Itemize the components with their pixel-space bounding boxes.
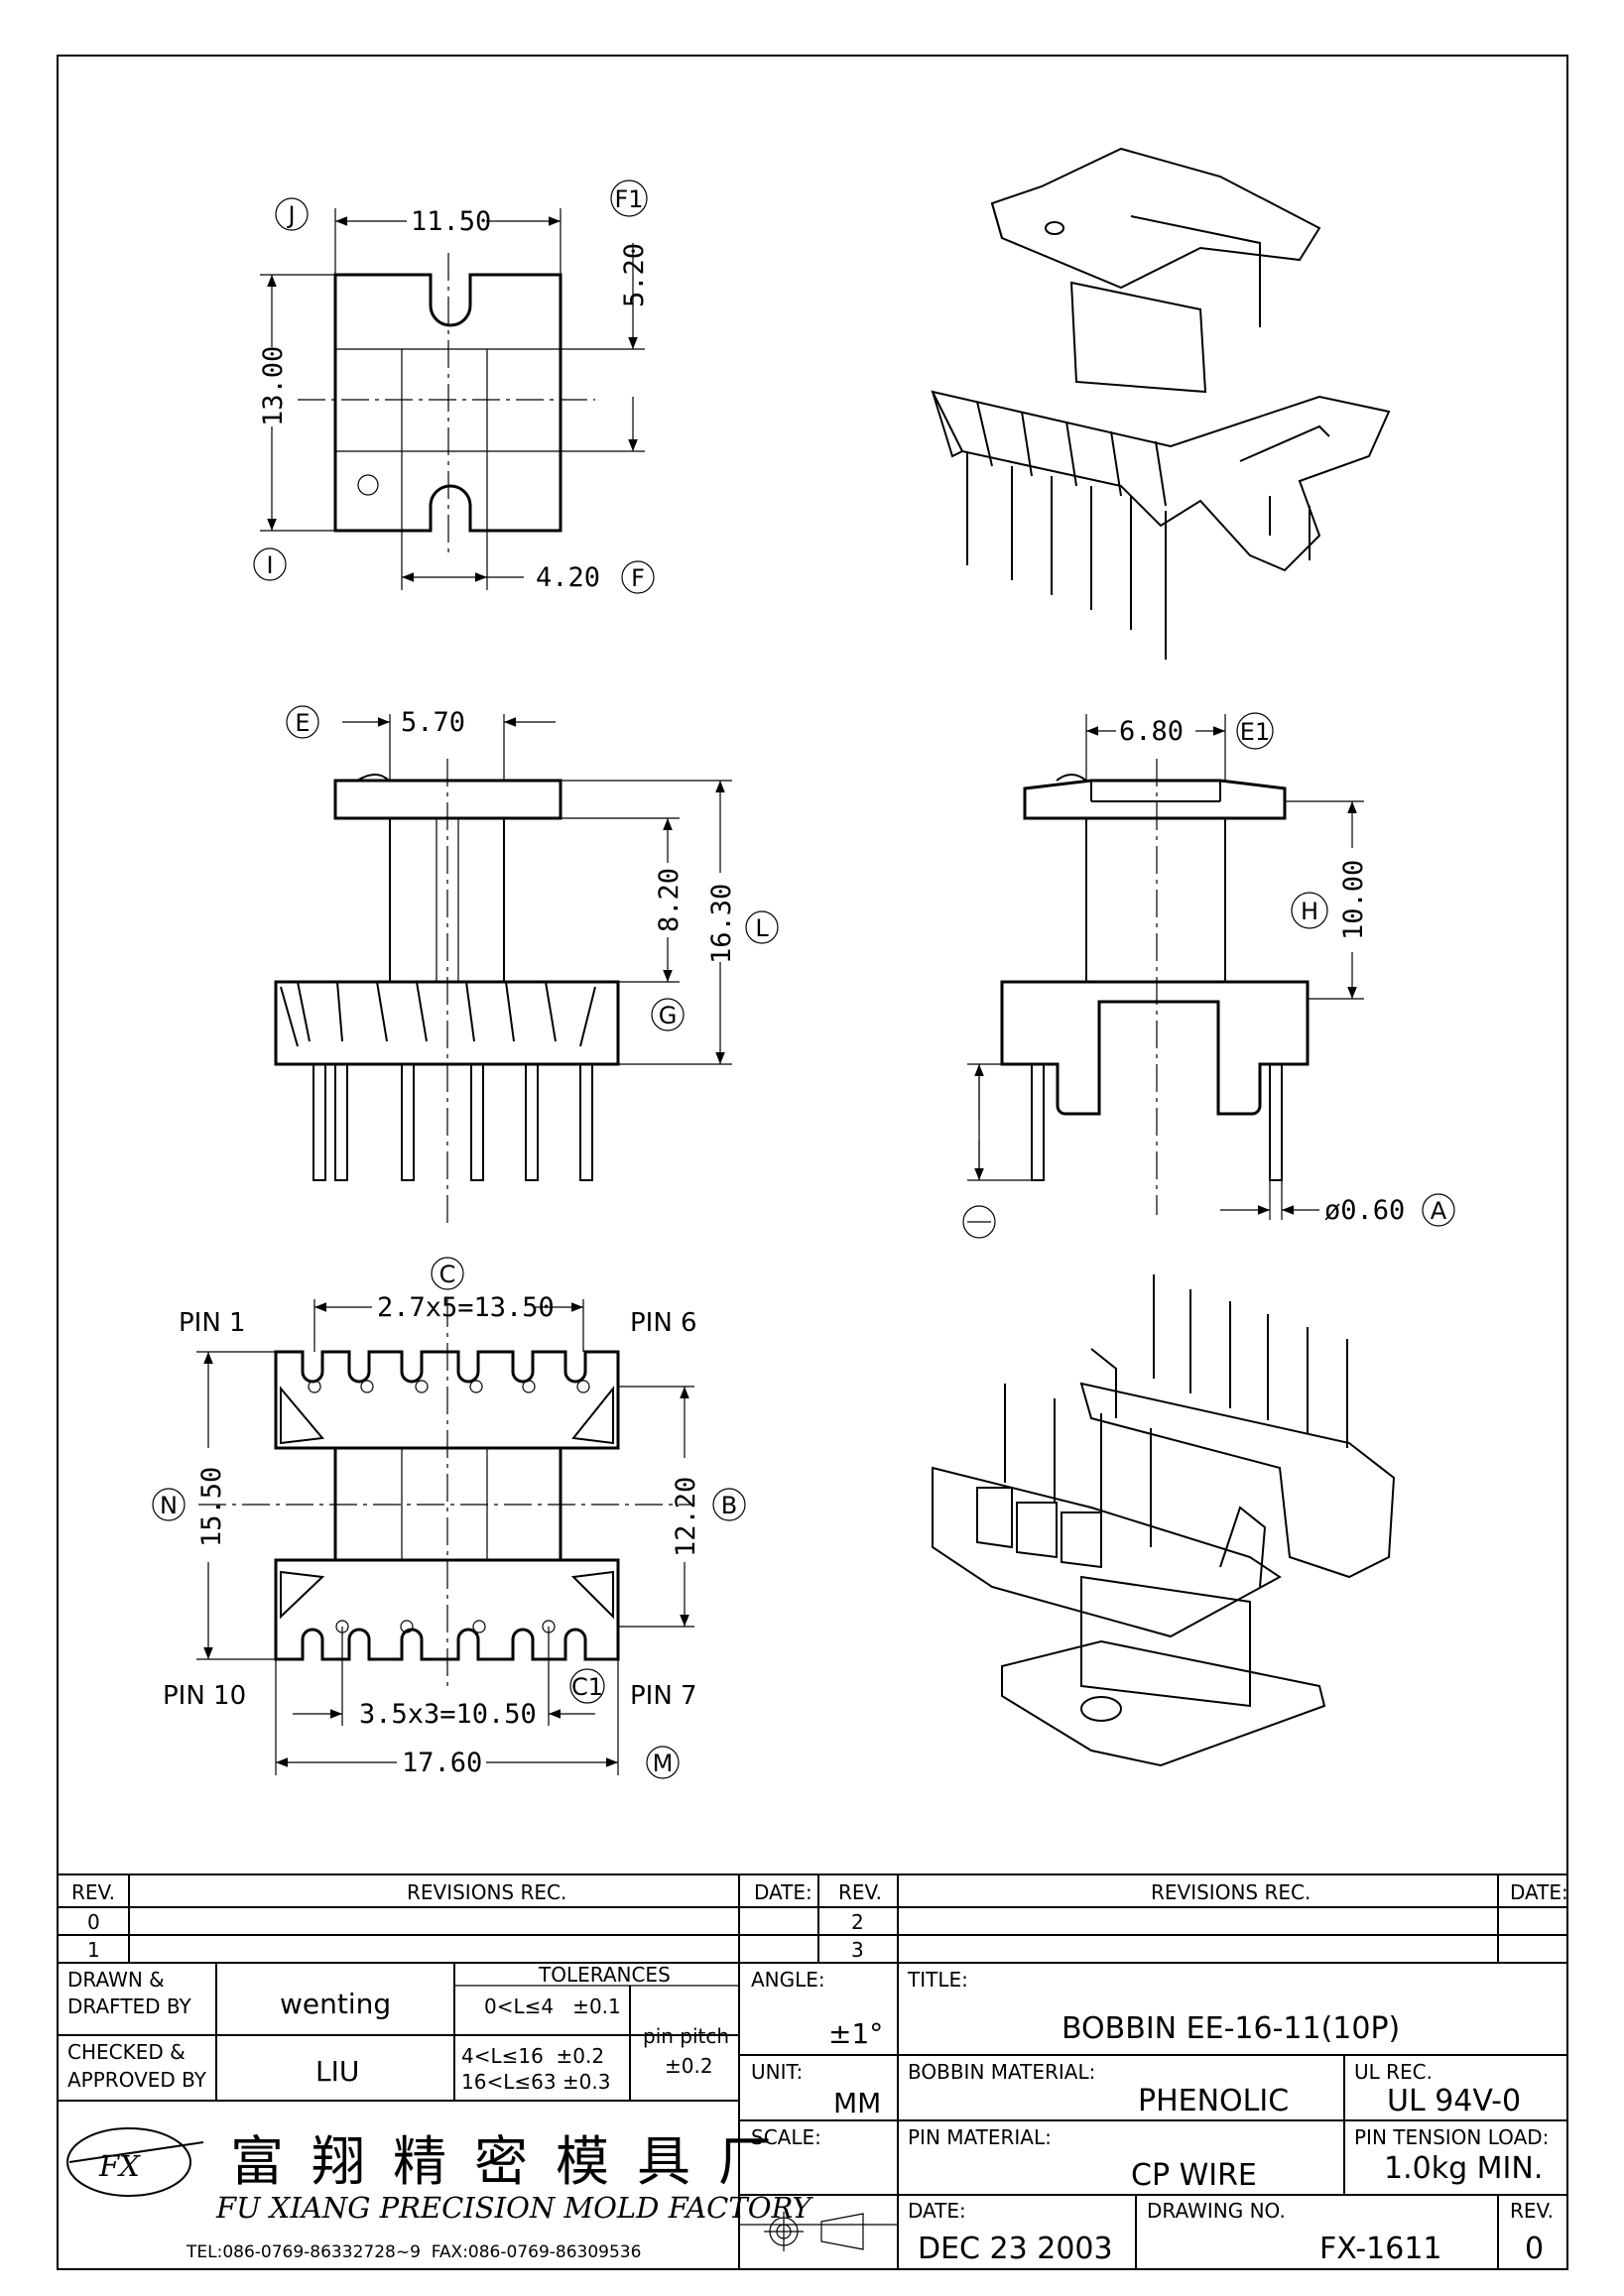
bottom-b-dim: 12.20 — [671, 1477, 701, 1557]
top-width-dim: 11.50 — [411, 206, 491, 237]
bottom-c1-dim: 3.5x3=10.50 — [359, 1699, 537, 1730]
date-label: DATE: — [908, 2199, 966, 2223]
bobbin-material-value: PHENOLIC — [1138, 2084, 1289, 2118]
date-value: DEC 23 2003 — [918, 2232, 1113, 2266]
rev-row-2: 2 — [851, 1910, 864, 1934]
tag-e1: E1 — [1240, 718, 1270, 746]
drawn-label-2: DRAFTED BY — [67, 1994, 192, 2018]
unit-label: UNIT: — [751, 2060, 803, 2084]
checked-label-1: CHECKED & — [67, 2040, 186, 2064]
tag-i: I — [266, 551, 273, 579]
drawing-frame — [57, 55, 1568, 2270]
bottom-m-dim: 17.60 — [402, 1748, 482, 1778]
tag-h: H — [1301, 898, 1318, 925]
angle-value: ±1° — [828, 2017, 883, 2050]
rev-row-3: 3 — [851, 1938, 864, 1962]
pin-tension-label: PIN TENSION LOAD: — [1354, 2125, 1549, 2149]
bottom-n-dim: 15.50 — [196, 1467, 227, 1547]
side-view: 6.80 E1 10.00 H ø0.60 A — [962, 712, 1455, 1239]
pin-material-label: PIN MATERIAL: — [908, 2125, 1052, 2149]
tag-a: A — [1431, 1197, 1447, 1225]
isometric-view-bottom — [932, 1274, 1396, 1767]
tag-b: B — [721, 1492, 737, 1519]
tag-g: G — [659, 1002, 678, 1029]
tolerances-label: TOLERANCES — [538, 1963, 671, 1987]
bottom-c-dim: 2.7x5=13.50 — [377, 1292, 555, 1323]
bottom-view: 2.7x5=13.50 C PIN 1 PIN 6 PIN 10 PIN 7 1… — [152, 1257, 746, 1779]
rev-row-1: 1 — [87, 1938, 100, 1962]
bobbin-material-label: BOBBIN MATERIAL: — [908, 2060, 1095, 2084]
rev-row-0: 0 — [87, 1910, 100, 1934]
side-e1-dim: 6.80 — [1119, 716, 1184, 747]
front-g-dim: 8.20 — [654, 868, 685, 932]
company-name-en: FU XIANG PRECISION MOLD FACTORY — [215, 2191, 813, 2225]
tag-m: M — [653, 1750, 674, 1777]
scale-label: SCALE: — [751, 2125, 821, 2149]
front-e-dim: 5.70 — [401, 707, 465, 738]
tag-e: E — [295, 709, 310, 737]
tol-row-1: 0<L≤4 ±0.1 — [484, 1994, 621, 2018]
pin-1-label: PIN 1 — [179, 1308, 246, 1338]
pin-pitch-value: ±0.2 — [665, 2054, 713, 2078]
tag-c: C — [439, 1261, 456, 1288]
side-pin-dia-dim: ø0.60 — [1324, 1195, 1405, 1226]
title-block: REV. REVISIONS REC. DATE: REV. REVISIONS… — [58, 1873, 1568, 2269]
top-f-dim: 4.20 — [536, 562, 600, 593]
date-header-left: DATE: — [754, 1880, 812, 1904]
tag-f: F — [631, 564, 645, 592]
top-f1-dim: 5.20 — [619, 243, 650, 307]
front-l-dim: 16.30 — [706, 884, 737, 964]
tag-c1: C1 — [571, 1673, 603, 1701]
pin-6-label: PIN 6 — [630, 1308, 697, 1338]
top-view: 11.50 13.00 5.20 4.20 J F1 I F — [253, 180, 655, 594]
pin-7-label: PIN 7 — [630, 1681, 697, 1711]
pin-tension-value: 1.0kg MIN. — [1384, 2151, 1543, 2186]
pin-pitch-label: pin pitch — [643, 2024, 729, 2048]
isometric-view-top — [931, 147, 1391, 660]
revisions-header-left: REVISIONS REC. — [407, 1880, 566, 1904]
pin-material-value: CP WIRE — [1131, 2158, 1257, 2193]
drawn-value: wenting — [280, 1988, 391, 2020]
checked-value: LIU — [315, 2055, 359, 2088]
ul-label: UL REC. — [1354, 2060, 1433, 2084]
rev-header-right: REV. — [838, 1880, 882, 1904]
rev-value: 0 — [1525, 2232, 1544, 2266]
tol-row-3: 16<L≤63 ±0.3 — [461, 2070, 610, 2094]
title-value: BOBBIN EE-16-11(10P) — [1062, 2011, 1400, 2046]
company-name-cn: 富翔精密模具厂 — [230, 2130, 800, 2193]
company-tel-fax: TEL:086-0769-86332728~9 FAX:086-0769-863… — [186, 2242, 641, 2262]
tag-l: L — [755, 914, 769, 942]
tag-j: J — [286, 201, 295, 229]
date-header-right: DATE: — [1510, 1880, 1568, 1904]
unit-value: MM — [833, 2087, 881, 2119]
front-view: 5.70 E 8.20 16.30 L G — [274, 705, 779, 1225]
rev-header-left: REV. — [71, 1880, 115, 1904]
company-logo: FX — [66, 2127, 204, 2197]
drawing-no-value: FX-1611 — [1319, 2232, 1442, 2266]
tag-n: N — [160, 1492, 178, 1519]
angle-label: ANGLE: — [751, 1968, 825, 1992]
side-h-dim: 10.00 — [1338, 860, 1369, 940]
projection-symbol — [739, 2212, 898, 2251]
drawing-no-label: DRAWING NO. — [1147, 2199, 1286, 2223]
checked-label-2: APPROVED BY — [67, 2068, 207, 2092]
logo-text: FX — [98, 2149, 141, 2183]
top-height-dim: 13.00 — [258, 346, 289, 426]
revisions-header-right: REVISIONS REC. — [1151, 1880, 1311, 1904]
ul-value: UL 94V-0 — [1387, 2084, 1521, 2118]
pin-10-label: PIN 10 — [163, 1681, 246, 1711]
tol-row-2: 4<L≤16 ±0.2 — [461, 2044, 604, 2068]
title-label: TITLE: — [907, 1968, 968, 1992]
rev-label: REV. — [1510, 2199, 1554, 2223]
tag-f1: F1 — [614, 185, 643, 213]
drawn-label-1: DRAWN & — [67, 1968, 165, 1992]
